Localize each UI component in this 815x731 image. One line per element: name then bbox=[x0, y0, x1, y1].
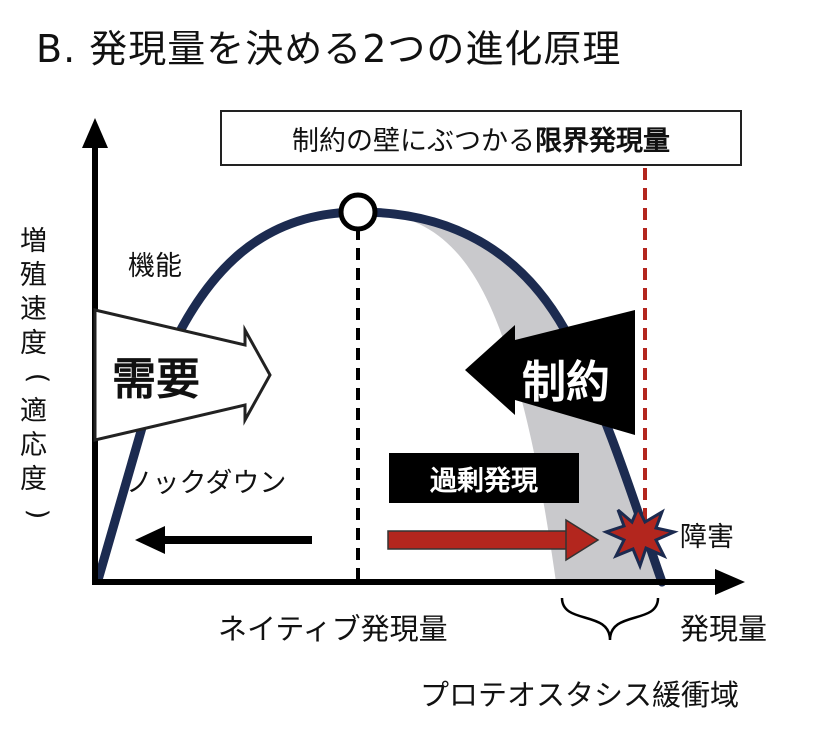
y-label-char: 度 bbox=[20, 328, 47, 359]
y-label-paren-close: ) bbox=[22, 508, 53, 520]
x-axis-arrowhead bbox=[715, 569, 745, 595]
buffer-zone-area bbox=[360, 212, 662, 582]
demand-label: 需要 bbox=[112, 354, 200, 405]
demand-arrow bbox=[93, 308, 272, 442]
y-label-char: 度 bbox=[20, 464, 47, 495]
limit-callout-box: 制約の壁にぶつかる限界発現量 bbox=[220, 110, 742, 166]
y-label-char: 増 bbox=[20, 226, 47, 257]
limit-callout-prefix: 制約の壁にぶつかる bbox=[292, 125, 535, 157]
optimum-point bbox=[338, 192, 378, 232]
limit-callout-bold: 限界発現量 bbox=[535, 125, 670, 157]
y-label-char: 適 bbox=[20, 396, 47, 427]
constraint-label: 制約 bbox=[522, 357, 610, 408]
burst-icon bbox=[601, 504, 679, 571]
y-label-char: 殖 bbox=[20, 260, 47, 291]
y-label-char: 速 bbox=[20, 294, 47, 325]
knockdown-arrow-head bbox=[135, 526, 165, 554]
y-label-char: 応 bbox=[20, 430, 47, 461]
y-label-paren-open: ( bbox=[22, 372, 53, 384]
x-axis-label: 発現量 bbox=[680, 612, 768, 646]
native-level-label: ネイティブ発現量 bbox=[218, 612, 448, 646]
y-axis-label: 増 殖 速 度 ( 適 応 度 ) bbox=[20, 225, 54, 531]
page-title: B. 発現量を決める2つの進化原理 bbox=[36, 27, 622, 71]
knockdown-label: ノックダウン bbox=[126, 468, 287, 499]
function-curve bbox=[93, 207, 667, 587]
overexpression-label: 過剰発現 bbox=[389, 453, 579, 503]
constraint-arrow bbox=[465, 310, 635, 435]
buffer-brace bbox=[560, 597, 660, 641]
y-axis-arrowhead bbox=[82, 118, 108, 148]
disorder-label: 障害 bbox=[680, 522, 734, 553]
buffer-zone-label: プロテオスタシス緩衝域 bbox=[420, 678, 740, 712]
overexpression-arrow-head bbox=[565, 518, 600, 562]
curve-label: 機能 bbox=[128, 251, 182, 282]
overexpression-arrow-shaft bbox=[387, 530, 569, 550]
